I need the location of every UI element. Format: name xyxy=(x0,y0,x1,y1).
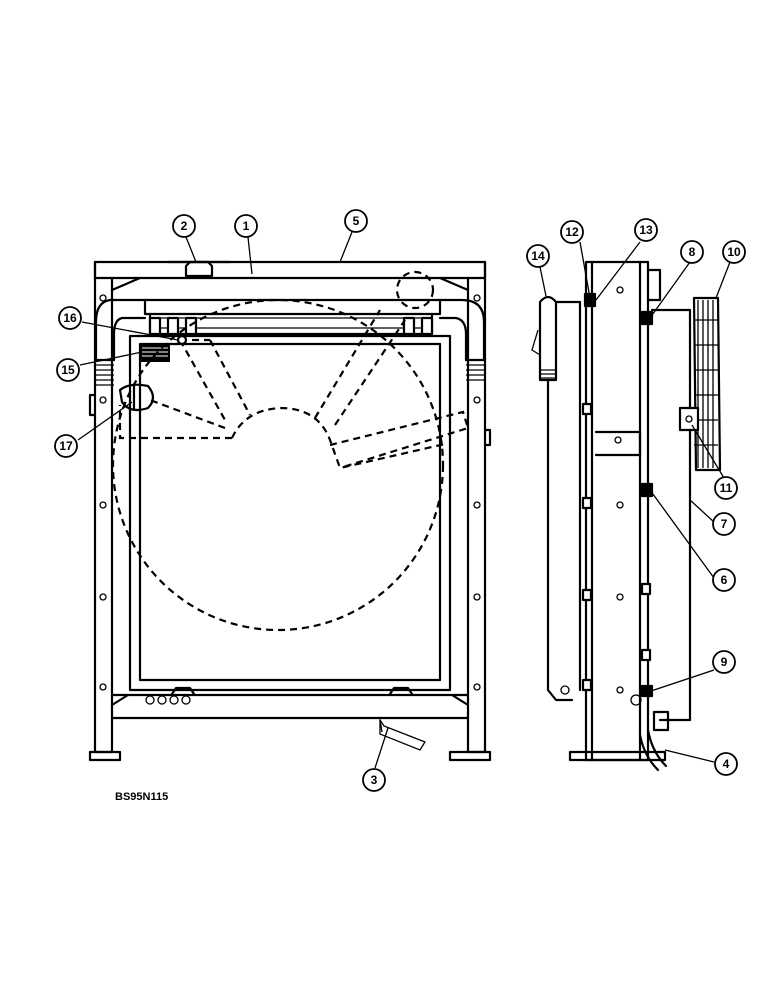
callout-12: 12 xyxy=(560,220,584,244)
callout-15: 15 xyxy=(56,358,80,382)
svg-text:4: 4 xyxy=(723,757,730,771)
svg-text:6: 6 xyxy=(721,573,728,587)
filler-cap xyxy=(166,260,232,278)
svg-text:8: 8 xyxy=(689,245,696,259)
callout-7: 7 xyxy=(712,512,736,536)
fan-guard xyxy=(678,296,722,472)
svg-text:9: 9 xyxy=(721,655,728,669)
left-mounting-bolts xyxy=(581,292,597,692)
callout-13: 13 xyxy=(634,218,658,242)
callouts: 1 2 3 4 5 6 7 8 9 10 11 12 13 14 15 16 1… xyxy=(54,209,746,792)
screen-mesh xyxy=(140,344,170,362)
side-hose xyxy=(531,295,582,702)
callout-1: 1 xyxy=(234,214,258,238)
drain-fitting xyxy=(630,694,670,772)
callout-8: 8 xyxy=(680,240,704,264)
side-view xyxy=(531,260,722,772)
svg-text:13: 13 xyxy=(639,223,653,237)
fan-shroud-outline xyxy=(111,270,445,632)
svg-text:1: 1 xyxy=(243,219,250,233)
callout-17: 17 xyxy=(54,434,78,458)
callout-16: 16 xyxy=(58,306,82,330)
figure-id: BS95N115 xyxy=(115,791,168,803)
svg-text:11: 11 xyxy=(720,481,733,495)
callout-4: 4 xyxy=(714,752,738,776)
callout-leaders xyxy=(77,231,731,769)
svg-text:17: 17 xyxy=(59,439,73,453)
drain-cock xyxy=(379,717,426,751)
svg-text:7: 7 xyxy=(721,517,728,531)
callout-2: 2 xyxy=(172,214,196,238)
upper-hose-right xyxy=(438,298,486,381)
svg-text:12: 12 xyxy=(565,225,579,239)
callout-6: 6 xyxy=(712,568,736,592)
svg-text:10: 10 xyxy=(727,245,741,259)
front-view xyxy=(88,260,492,762)
svg-text:16: 16 xyxy=(63,311,77,325)
callout-5: 5 xyxy=(344,209,368,233)
fan-blades-outline xyxy=(118,309,470,470)
svg-text:5: 5 xyxy=(353,214,360,228)
shroud-panel xyxy=(650,308,692,722)
svg-text:14: 14 xyxy=(531,249,545,263)
callout-9: 9 xyxy=(712,650,736,674)
svg-text:15: 15 xyxy=(61,363,75,377)
radiator-core xyxy=(128,334,452,692)
upper-hose-left xyxy=(94,298,147,386)
radiator-frame xyxy=(88,260,492,762)
callout-14: 14 xyxy=(526,244,550,268)
hose-clip xyxy=(118,383,155,412)
svg-text:3: 3 xyxy=(371,773,378,787)
callout-11: 11 xyxy=(714,476,738,500)
tank-clamps xyxy=(148,316,434,336)
callout-10: 10 xyxy=(722,240,746,264)
callout-3: 3 xyxy=(362,768,386,792)
radiator-bottom-tank xyxy=(145,686,414,705)
clamp-stud xyxy=(176,334,188,346)
svg-text:2: 2 xyxy=(181,219,188,233)
